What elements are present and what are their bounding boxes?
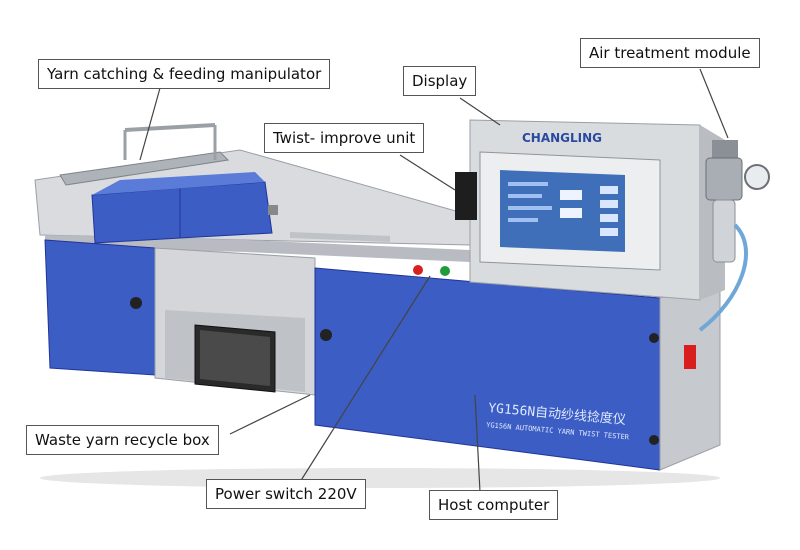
leader-host <box>474 394 481 493</box>
floor-shadow <box>40 468 720 488</box>
leader-air <box>699 68 729 139</box>
brand-logo: CHANGLING <box>522 131 602 145</box>
clamp-block-top <box>92 172 265 195</box>
host-panel-hinge-bottom <box>649 435 659 445</box>
callout-twist-unit: Twist- improve unit <box>264 123 425 153</box>
callout-air-module: Air treatment module <box>580 38 760 68</box>
air-module-head <box>712 140 738 158</box>
callout-waste-box: Waste yarn recycle box <box>26 425 219 455</box>
air-filter-bowl <box>712 199 736 263</box>
callout-yarn-manipulator: Yarn catching & feeding manipulator <box>38 59 331 89</box>
left-cabinet-lock <box>130 297 142 309</box>
feed-rail <box>59 151 230 186</box>
air-hose <box>698 223 748 332</box>
host-panel-lock <box>320 329 332 341</box>
screen-ui-row <box>508 182 548 186</box>
leader-yarn <box>139 87 161 161</box>
callout-power-switch: Power switch 220V <box>206 479 366 509</box>
leader-display <box>459 97 501 126</box>
callout-display: Display <box>403 66 477 96</box>
screen-ui-button <box>600 200 618 208</box>
waste-box-window <box>200 330 270 386</box>
leader-waste <box>229 394 311 435</box>
host-panel-hinge-top <box>649 333 659 343</box>
clamp-block-left <box>91 187 181 244</box>
manipulator-arm <box>124 123 216 132</box>
power-rocker-switch <box>684 345 696 369</box>
screen-ui-button <box>600 186 618 194</box>
clamp-block-right <box>179 181 273 239</box>
leader-twist <box>399 154 456 191</box>
screen-ui-row <box>508 218 538 222</box>
twist-improve-unit <box>455 172 477 220</box>
screen-ui-button <box>600 214 618 222</box>
leader-power <box>299 275 431 483</box>
screen-ui-field <box>560 208 582 218</box>
deck-edge <box>45 235 470 262</box>
start-button <box>440 266 450 276</box>
stop-button <box>413 265 423 275</box>
callout-host-computer: Host computer <box>429 490 559 520</box>
screen-ui-button <box>600 228 618 236</box>
slide-track <box>290 232 390 242</box>
clamp-knob <box>268 205 278 215</box>
air-filter-body <box>705 157 743 201</box>
screen-ui-row <box>508 206 552 210</box>
screen-ui-row <box>508 194 542 198</box>
screen-ui-field <box>560 190 582 200</box>
pressure-gauge <box>744 164 770 190</box>
side-frame <box>659 281 721 471</box>
